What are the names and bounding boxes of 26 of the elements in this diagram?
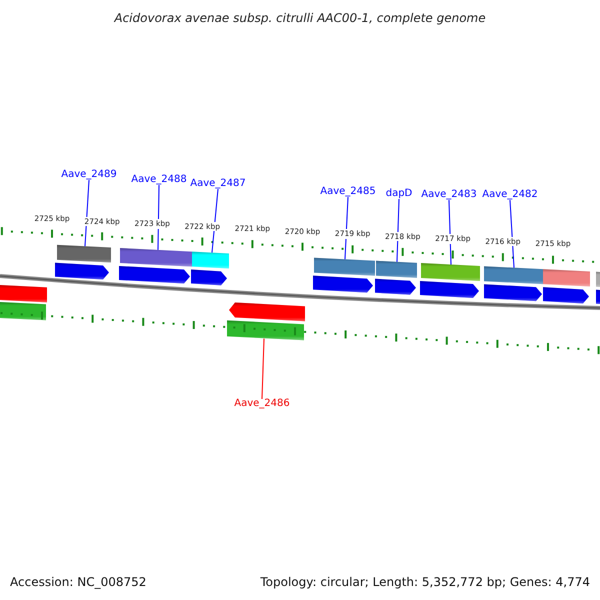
gene-block [484,266,543,302]
map-title: Acidovorax avenae subsp. citrulli AAC00-1, complete genome [114,12,486,24]
gene-label: Aave_2486 [234,399,290,409]
leader-line [262,338,264,400]
gene-label: Aave_2482 [482,190,538,200]
accession-label: Accession: NC_008752 [10,576,146,588]
leader-line [212,188,218,254]
gene-block [119,248,192,284]
gene-label: Aave_2487 [190,179,246,189]
gene-label: Aave_2483 [421,190,477,200]
gene-block [55,244,111,280]
leader-line [84,180,90,247]
leader-line [158,184,160,250]
gene-label: Aave_2489 [61,170,117,180]
genome-stats-label: Topology: circular; Length: 5,352,772 bp; Genes: 4,774 [260,576,590,588]
gene-label: Aave_2488 [131,175,187,185]
leader-line [396,198,400,262]
gene-label: dapD [386,189,412,199]
gene-label: Aave_2485 [320,187,376,197]
leader-line [510,200,514,268]
gene-block [420,263,480,298]
gene-block [227,302,305,340]
leader-line [448,200,452,266]
gene-block [191,252,229,286]
gene-block [375,260,417,295]
gene-block [313,258,375,293]
